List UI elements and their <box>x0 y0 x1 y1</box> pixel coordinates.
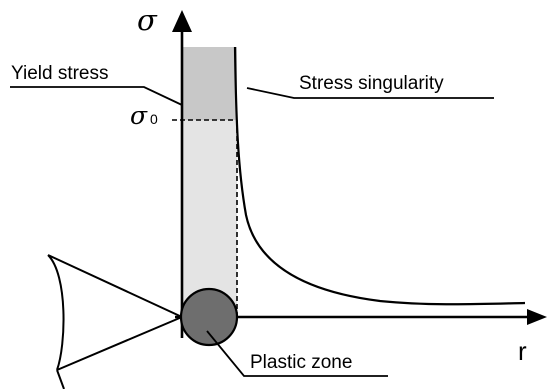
stress-singularity-curve <box>233 46 526 306</box>
yield-stress-label: Yield stress <box>11 63 109 84</box>
plastic-zone-circle <box>179 287 239 347</box>
sigma-axis-arrowhead <box>172 10 192 32</box>
yield-region-band <box>182 47 237 120</box>
plastic-zone-leader <box>206 330 388 377</box>
sigma-axis-label: σ <box>137 3 158 37</box>
stress-singularity-label: Stress singularity <box>299 73 444 94</box>
yield-stress-leader <box>10 86 183 106</box>
r-axis-arrowhead <box>527 309 547 325</box>
r-axis-label: r <box>518 336 527 366</box>
stress-singularity-leader <box>246 87 494 99</box>
plastic-zone-label: Plastic zone <box>250 352 352 373</box>
elastic-region-band <box>182 120 237 317</box>
sigma0-subscript: 0 <box>150 111 158 127</box>
crack-wedge <box>47 254 183 389</box>
sigma0-symbol: σ <box>130 101 148 130</box>
